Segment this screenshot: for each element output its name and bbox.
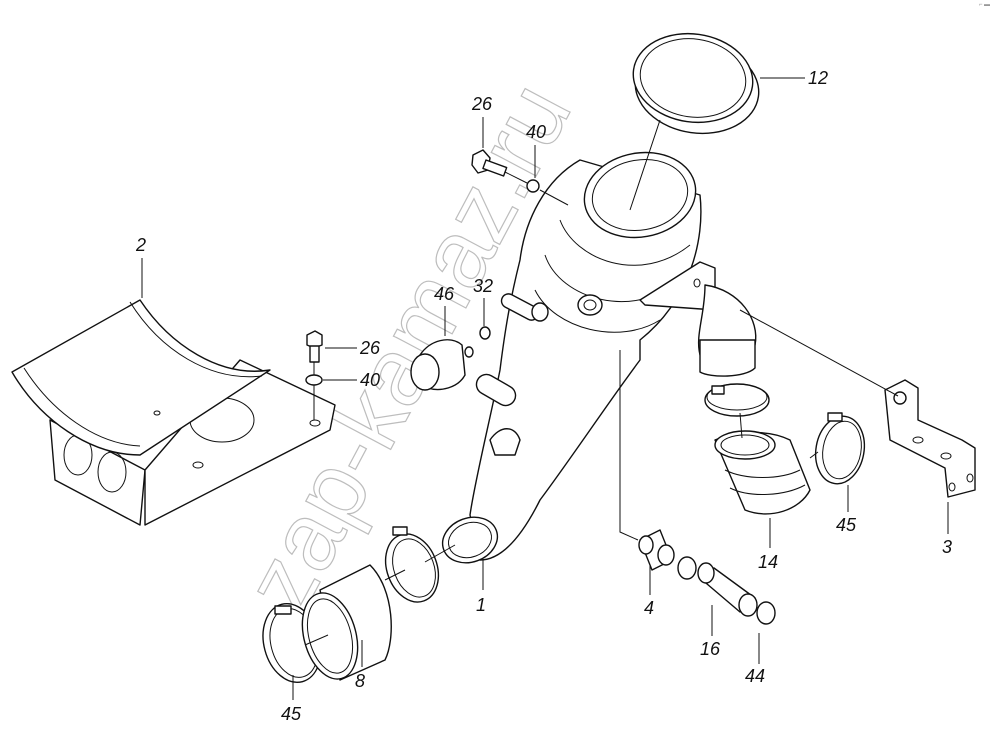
callout-46: 46 xyxy=(434,284,455,304)
part-hose-16 xyxy=(697,562,758,617)
part-cushion xyxy=(410,339,474,391)
callout-45-left: 45 xyxy=(281,704,302,724)
callout-40-left: 40 xyxy=(360,370,380,390)
part-fitting-4 xyxy=(638,529,675,571)
part-bracket-3 xyxy=(884,379,976,498)
part-bolt-left xyxy=(306,330,323,363)
callout-44: 44 xyxy=(745,666,765,686)
callout-14: 14 xyxy=(758,552,778,572)
callout-4: 4 xyxy=(644,598,654,618)
callout-32: 32 xyxy=(473,276,493,296)
part-washer-top xyxy=(526,179,540,193)
part-clamp-small-b xyxy=(756,601,776,625)
part-hose-sleeve xyxy=(301,564,392,681)
part-clamp-small-a xyxy=(677,556,697,580)
callout-3: 3 xyxy=(942,537,952,557)
part-intake-pipe xyxy=(441,151,757,564)
part-elbow-hose xyxy=(714,430,811,515)
part-support-bracket xyxy=(11,299,336,526)
callout-8: 8 xyxy=(355,671,365,691)
part-clamp-right xyxy=(814,412,866,485)
part-clamp-top-14 xyxy=(704,383,770,417)
part-washer-left xyxy=(305,374,323,386)
callout-40-top: 40 xyxy=(526,122,546,142)
callout-45-right: 45 xyxy=(836,515,857,535)
callout-12: 12 xyxy=(808,68,828,88)
part-washer-32 xyxy=(479,326,491,340)
callout-16: 16 xyxy=(700,639,721,659)
callout-1: 1 xyxy=(476,595,486,615)
callout-26-top: 26 xyxy=(471,94,493,114)
part-cap xyxy=(632,32,760,135)
callout-26-left: 26 xyxy=(359,338,381,358)
callout-2: 2 xyxy=(135,235,146,255)
corner-mark: ⌐ ▬ xyxy=(978,2,990,8)
